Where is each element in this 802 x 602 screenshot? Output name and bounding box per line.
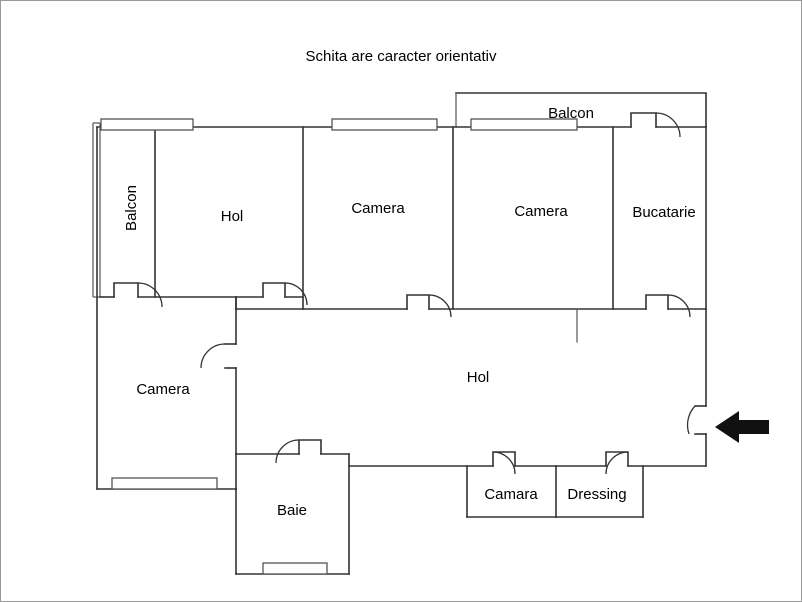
window-group — [100, 118, 578, 575]
window-baie — [262, 562, 328, 575]
door-arc-camera-top-2 — [667, 294, 691, 318]
entrance-arrow-icon — [715, 411, 769, 443]
door-group — [137, 112, 696, 475]
door-arc-camera-top-1 — [428, 294, 452, 318]
wall-balcon-top — [455, 92, 707, 128]
wall-door-jamb-bucatarie — [630, 112, 657, 128]
wall-door-jamb-hol-top — [262, 282, 286, 298]
door-arc-entrance — [686, 405, 696, 435]
door-arc-camera-left — [200, 343, 226, 369]
room-label-dressing: Dressing — [567, 486, 626, 503]
wall-door-jamb-balcon-left — [113, 282, 139, 298]
window-camera-top-1 — [331, 118, 438, 131]
window-balcon-left-top — [100, 118, 194, 131]
room-label-hol-main: Hol — [467, 369, 490, 386]
wall-door-jamb-dressing — [605, 451, 629, 467]
wall-door-jamb-baie — [298, 439, 322, 455]
room-label-hol-top: Hol — [221, 208, 244, 225]
window-balcon-top — [470, 118, 578, 131]
room-label-balcon-top: Balcon — [548, 105, 594, 122]
wall-door-jamb-camara — [492, 451, 516, 467]
room-label-group: Balcon Hol Camera Camera Bucatarie Balco… — [123, 105, 696, 519]
room-label-bucatarie: Bucatarie — [632, 204, 695, 221]
room-label-camera-left: Camera — [136, 381, 190, 398]
window-camera-left — [111, 477, 218, 490]
room-label-baie: Baie — [277, 502, 307, 519]
entrance-arrow-group — [715, 411, 769, 443]
door-arc-hol-top — [284, 282, 308, 306]
room-label-camara: Camara — [484, 486, 538, 503]
room-label-camera-top-1: Camera — [351, 200, 405, 217]
door-arc-dressing — [605, 451, 629, 475]
page-title: Schita are caracter orientativ — [306, 48, 497, 65]
door-arc-camara — [492, 451, 516, 475]
room-label-balcon-left: Balcon — [123, 185, 140, 231]
door-arc-baie — [275, 439, 300, 464]
room-label-camera-top-2: Camera — [514, 203, 568, 220]
wall-door-jamb-bucatarie-bottom — [645, 294, 669, 310]
wall-group — [92, 92, 707, 575]
wall-door-jamb-camera-top-1 — [406, 294, 430, 310]
door-arc-bucatarie — [655, 112, 681, 138]
door-arc-balcon-left — [137, 282, 163, 308]
